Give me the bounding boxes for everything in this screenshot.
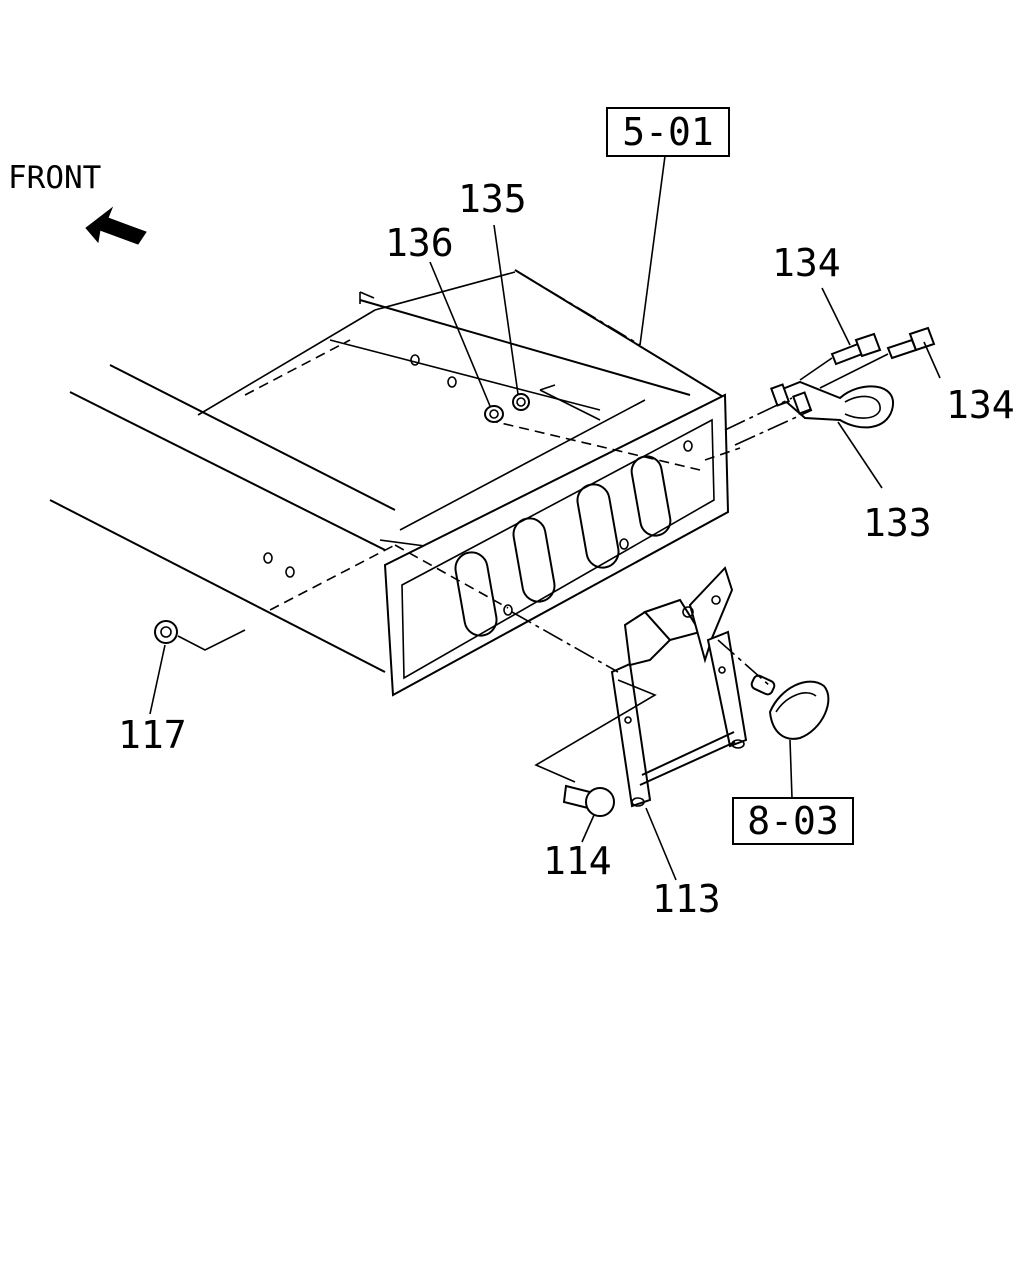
- bolt-114: [562, 784, 615, 817]
- callout-134-a: 134: [772, 241, 841, 285]
- callout-114: 114: [543, 839, 612, 883]
- bolt-134-left: [830, 332, 882, 366]
- callout-113: 113: [652, 877, 721, 921]
- bolt-134-right: [886, 326, 936, 360]
- ref-box-frame: [606, 107, 730, 157]
- ref-label-frame: 5-01: [622, 110, 714, 154]
- front-arrow-icon: [85, 206, 147, 245]
- callout-136: 136: [385, 221, 454, 265]
- frame-crossmember: [49, 269, 730, 697]
- callout-117: 117: [118, 713, 187, 757]
- bracket-113: [610, 566, 748, 808]
- ref-label-lamp: 8-03: [747, 799, 839, 843]
- ref-box-lamp: [732, 797, 854, 845]
- callout-133: 133: [863, 501, 932, 545]
- tow-hook-133: [770, 380, 895, 429]
- nut-117: [154, 620, 178, 644]
- washer-135: [512, 393, 530, 411]
- lamp-assembly: [750, 674, 830, 740]
- front-label: FRONT: [8, 160, 101, 196]
- callout-134-b: 134: [946, 383, 1015, 427]
- nut-136: [484, 405, 504, 423]
- callout-135: 135: [458, 177, 527, 221]
